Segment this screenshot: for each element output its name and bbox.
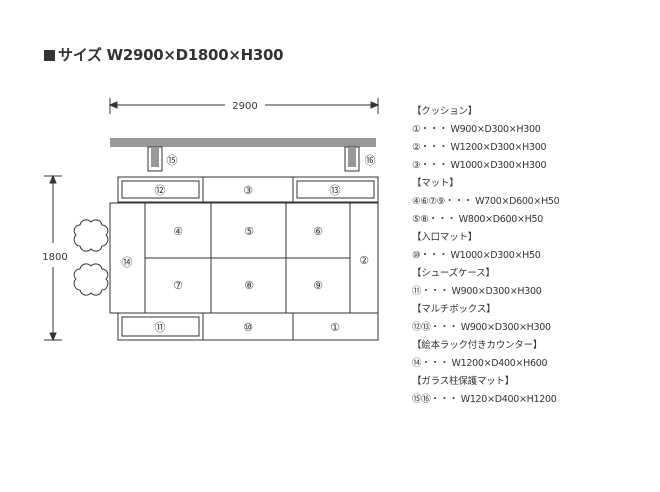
legend-spec: ③・・・ W1000×D300×H300: [412, 160, 547, 171]
cushion-1: [292, 312, 379, 341]
legend-spec: ⑤⑧・・・ W800×D600×H50: [412, 214, 543, 225]
module-label-16: ⑯: [365, 154, 376, 167]
mat-6: [285, 202, 351, 259]
legend-spec: ⑩・・・ W1000×D300×H50: [412, 250, 541, 261]
flower-stool-bottom-icon: [73, 263, 109, 296]
module-label-6: ⑥: [313, 225, 323, 238]
legend-category: 【シューズケース】: [412, 268, 495, 279]
module-label-10: ⑩: [243, 321, 253, 334]
flower-stool-top-icon: [73, 219, 109, 252]
page-title: サイズ W2900×D1800×H300: [44, 44, 284, 65]
legend-category: 【入口マット】: [412, 232, 478, 243]
cushion-2: [349, 202, 379, 314]
module-label-2: ②: [359, 254, 369, 267]
legend-spec: ⑮⑯・・・ W120×D400×H1200: [412, 394, 557, 405]
module-label-12: ⑫: [155, 184, 166, 197]
legend-category: 【マット】: [412, 178, 459, 189]
module-label-1: ①: [330, 321, 340, 334]
legend-category: 【ガラス柱保護マット】: [412, 376, 515, 387]
legend-spec: ②・・・ W1200×D300×H300: [412, 142, 547, 153]
legend-spec: ⑪・・・ W900×D300×H300: [412, 286, 542, 297]
legend-category: 【クッション】: [412, 106, 478, 117]
module-label-8: ⑧: [244, 279, 254, 292]
module-label-11: ⑪: [155, 321, 166, 334]
cushion-3-top: [202, 176, 294, 203]
mat-5: [210, 202, 287, 259]
legend-spec: ①・・・ W900×D300×H300: [412, 124, 541, 135]
legend-spec: ⑭・・・ W1200×D400×H600: [412, 358, 548, 369]
module-label-5: ⑤: [244, 225, 254, 238]
legend-spec: ⑫⑬・・・ W900×D300×H300: [412, 322, 551, 333]
mat-4: [144, 202, 212, 259]
module-label-15: ⑮: [167, 154, 178, 167]
legend-panel: 【クッション】 ①・・・ W900×D300×H300 ②・・・ W1200×D30…: [412, 103, 652, 409]
entrance-mat-10: [202, 312, 294, 341]
width-dimension: [108, 98, 380, 114]
legend-spec: ④⑥⑦⑨・・・ W700×D600×H50: [412, 196, 560, 207]
module-label-13: ⑬: [330, 184, 341, 197]
title-text: サイズ W2900×D1800×H300: [58, 46, 284, 64]
wall-beam: [110, 138, 376, 147]
title-square-icon: [44, 50, 55, 61]
module-label-7: ⑦: [173, 279, 183, 292]
depth-dimension: [44, 174, 62, 342]
legend-category: 【絵本ラック付きカウンター】: [412, 340, 543, 351]
module-label-3: ③: [243, 184, 253, 197]
module-label-14: ⑭: [122, 256, 133, 269]
legend-category: 【マルチボックス】: [412, 304, 496, 315]
module-label-4: ④: [173, 225, 183, 238]
module-label-9: ⑨: [313, 279, 323, 292]
depth-dimension-label: 1800: [42, 252, 67, 263]
width-dimension-label: 2900: [232, 101, 257, 112]
